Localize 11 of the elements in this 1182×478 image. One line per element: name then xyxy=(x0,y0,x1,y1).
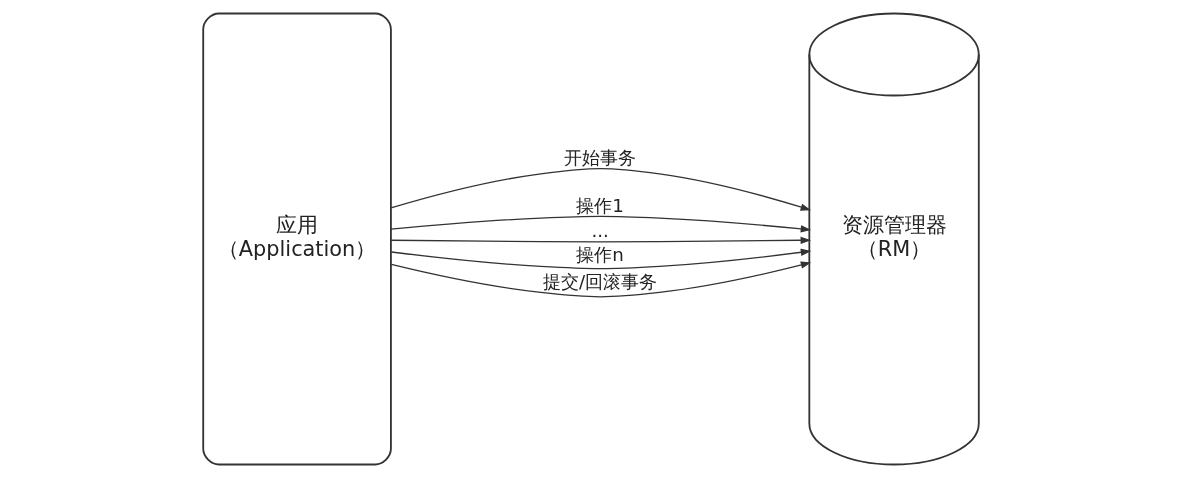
edge-label: 开始事务 xyxy=(564,146,637,168)
edge-label: 操作n xyxy=(576,244,624,266)
arrow xyxy=(390,167,811,211)
arrow xyxy=(390,261,812,298)
node-box: 应用 （Application） xyxy=(202,12,392,466)
edge-label: 提交/回滚事务 xyxy=(543,270,658,292)
edge-label: 操作1 xyxy=(576,194,624,216)
arrow xyxy=(390,248,812,270)
arrow xyxy=(390,236,812,244)
edge-label: ... xyxy=(591,219,609,241)
arrow xyxy=(390,215,812,233)
